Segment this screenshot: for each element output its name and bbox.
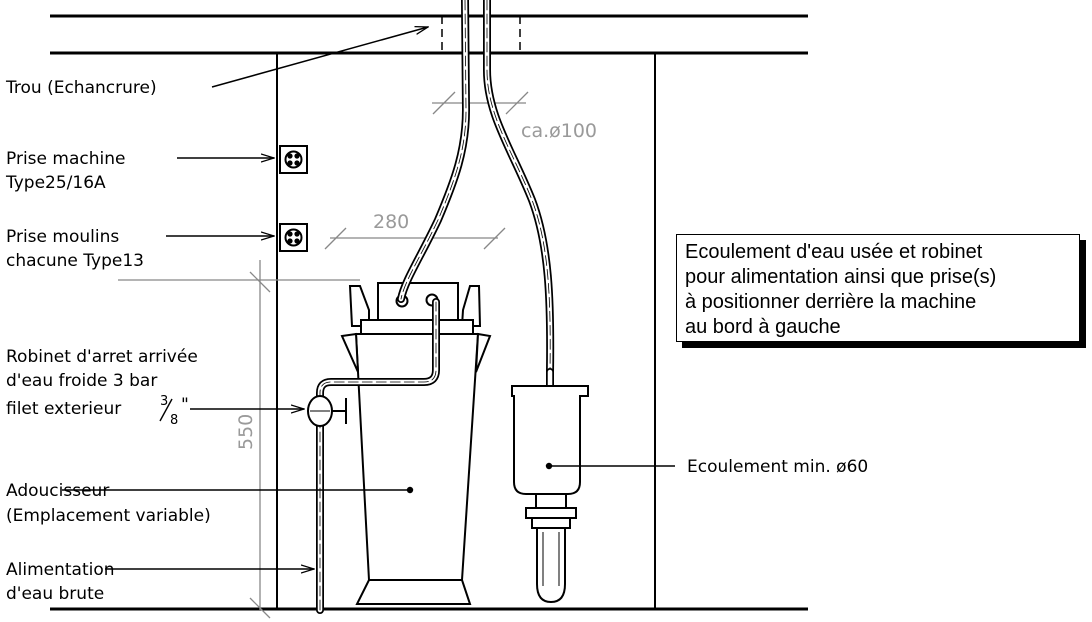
label-adoucisseur-emplacement: (Emplacement variable) xyxy=(6,506,211,526)
softener-body xyxy=(354,333,480,581)
label-alimentation: Alimentation xyxy=(6,560,115,580)
drain-hose xyxy=(483,0,555,376)
note-line-3: à positionner derrière la machine xyxy=(685,291,977,313)
note-line-4: au bord à gauche xyxy=(685,316,841,338)
softener-side-left xyxy=(340,332,359,373)
supply-hose xyxy=(397,0,471,303)
label-adoucisseur: Adoucisseur xyxy=(6,481,109,501)
dimension-texts: ca.ø100 280 550 xyxy=(235,120,597,450)
shut-off-valve xyxy=(307,395,347,427)
label-robinet-2: d'eau froide 3 bar xyxy=(6,371,157,391)
drain-trap xyxy=(511,385,589,604)
label-robinet-frac-den: 8 xyxy=(170,413,178,428)
labels: Trou (Echancrure) Prise machine Type25/1… xyxy=(5,78,868,604)
leaders xyxy=(62,27,675,569)
softener-left-ear xyxy=(348,285,370,327)
leader-dots xyxy=(406,462,553,494)
label-alimentation-eau: d'eau brute xyxy=(6,584,104,604)
label-prise-moulins-type: chacune Type13 xyxy=(6,251,144,271)
softener-collar xyxy=(360,319,474,335)
label-prise-machine-type: Type25/16A xyxy=(5,173,106,193)
socket-grinders xyxy=(279,223,308,252)
note-line-2: pour alimentation ainsi que prise(s) xyxy=(685,266,997,288)
label-ecoulement: Ecoulement min. ø60 xyxy=(687,457,868,477)
note-line-1: Ecoulement d'eau usée et robinet xyxy=(685,241,983,263)
dim-width: 280 xyxy=(373,211,409,233)
water-softener xyxy=(340,282,492,605)
hole-outline xyxy=(441,16,521,53)
label-trou: Trou (Echancrure) xyxy=(5,78,157,98)
label-robinet-frac-num: 3 xyxy=(160,394,168,409)
structure xyxy=(50,14,808,611)
label-prise-machine: Prise machine xyxy=(6,149,125,169)
dim-hole-diameter: ca.ø100 xyxy=(521,120,597,142)
socket-machine xyxy=(279,145,308,174)
softener-head xyxy=(377,282,459,326)
label-robinet-1: Robinet d'arret arrivée xyxy=(6,347,198,367)
label-robinet-3: filet exterieur xyxy=(6,399,121,419)
dim-height: 550 xyxy=(235,414,257,450)
softener-base xyxy=(355,579,472,605)
label-prise-moulins: Prise moulins xyxy=(6,227,119,247)
label-robinet-frac-inch: " xyxy=(181,395,189,415)
softener-side-right xyxy=(475,332,492,373)
fraction-bar xyxy=(159,398,173,422)
pipes xyxy=(316,0,555,614)
installation-note: Ecoulement d'eau usée et robinet pour al… xyxy=(676,234,1080,342)
dimensions xyxy=(118,91,529,619)
